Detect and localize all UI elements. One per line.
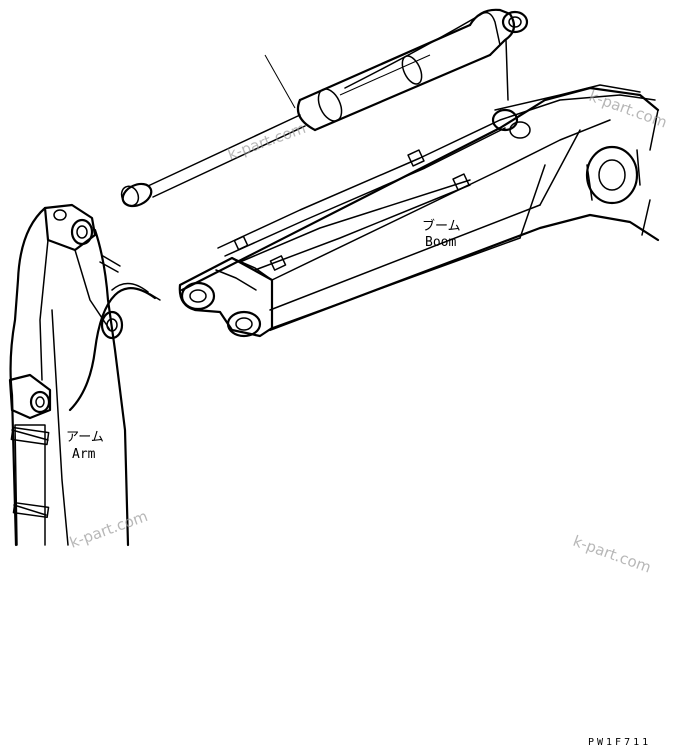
boom-structure: ブーム Boom — [178, 84, 660, 338]
arm-label-en: Arm — [72, 447, 96, 462]
watermark-4: k-part.com — [571, 532, 654, 577]
figure-code: PW1F711 — [588, 737, 651, 748]
watermark-3: k-part.com — [67, 507, 150, 552]
boom-label-jp: ブーム — [422, 218, 461, 234]
boom-label-en: Boom — [425, 235, 456, 250]
arm-structure: アーム Arm — [8, 203, 161, 547]
watermarks: k-part.com k-part.com k-part.com k-part.… — [67, 87, 669, 577]
arm-label-jp: アーム — [66, 430, 104, 445]
boom-cylinder — [120, 8, 529, 208]
watermark-1: k-part.com — [225, 119, 308, 164]
